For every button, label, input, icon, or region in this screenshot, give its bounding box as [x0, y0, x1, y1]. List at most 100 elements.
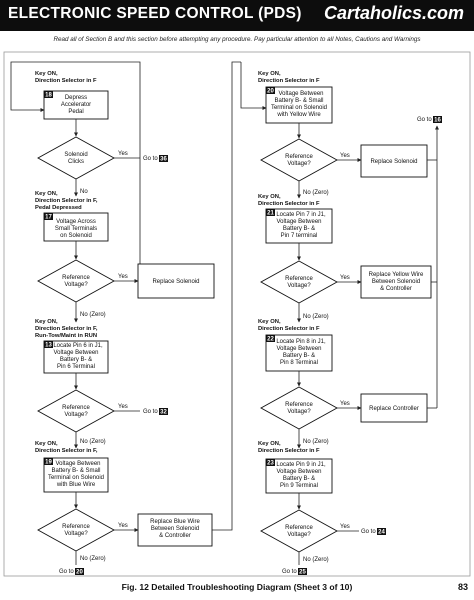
decision-text: Solenoid	[64, 152, 87, 158]
condition-label: Run-Tow/Maint in RUN	[35, 333, 97, 339]
step-text: Pin 6 Terminal	[57, 364, 95, 370]
decision-text: Reference	[62, 524, 90, 530]
action-text: & Controller	[159, 533, 191, 539]
decision-text: Voltage?	[287, 532, 311, 538]
step-text: Battery B- &	[283, 226, 315, 232]
goto-badge	[433, 116, 442, 123]
yes-label: Yes	[340, 275, 350, 281]
goto-label: Go to	[143, 156, 158, 162]
step-text: Battery B- & Small	[274, 98, 323, 104]
step-text: with Yellow Wire	[276, 112, 321, 118]
yes-label: Yes	[118, 404, 128, 410]
condition-label: Direction Selector in F,	[35, 448, 98, 454]
step-text: with Blue Wire	[56, 482, 96, 488]
decision-text: Clicks	[68, 159, 84, 165]
condition-label: Key ON,	[35, 319, 58, 325]
goto-number: 25	[299, 570, 306, 576]
decision-text: Reference	[62, 405, 90, 411]
step-text: Depress	[65, 95, 87, 101]
brand-logo: Cartaholics.com	[323, 3, 464, 23]
decision-text: Voltage?	[287, 161, 311, 167]
step-text: Battery B- &	[283, 353, 315, 359]
step-box	[43, 90, 109, 120]
step-text: Voltage Across	[56, 219, 96, 225]
decision-diamond	[37, 259, 115, 303]
yes-label: Yes	[118, 151, 128, 157]
step-box	[43, 340, 109, 374]
page-number: 83	[457, 582, 468, 592]
connector	[212, 61, 241, 531]
goto-label: Go to	[59, 569, 74, 575]
no-label: No (Zero)	[303, 557, 329, 563]
no-label: No (Zero)	[80, 439, 106, 445]
step-box	[43, 212, 109, 242]
step-text: Accelerator	[61, 102, 91, 108]
goto-label: Go to	[143, 409, 158, 415]
no-label: No (Zero)	[303, 190, 329, 196]
no-label: No	[80, 189, 88, 195]
decision-text: Reference	[285, 402, 313, 408]
decision-text: Reference	[285, 154, 313, 160]
goto-number: 32	[160, 410, 167, 416]
step-text: Voltage Between	[55, 461, 100, 467]
step-number-badge	[44, 458, 53, 465]
step-text: Battery B- & Small	[51, 468, 100, 474]
decision-diamond	[37, 389, 115, 433]
action-text: Between Solenoid	[372, 279, 420, 285]
diagram-frame	[3, 51, 471, 577]
yes-label: Yes	[340, 524, 350, 530]
condition-label: Direction Selector in F,	[35, 326, 98, 332]
connector	[240, 62, 267, 110]
condition-label: Key ON,	[258, 319, 281, 325]
condition-label: Key ON,	[258, 71, 281, 77]
decision-diamond	[260, 509, 338, 553]
step-number: 13	[45, 343, 52, 349]
step-text: Locate Pin 8 in J1,	[276, 339, 326, 345]
step-text: Pin 7 terminal	[281, 233, 318, 239]
step-text: Battery B- &	[283, 476, 315, 482]
yes-label: Yes	[340, 401, 350, 407]
goto-label: Go to	[282, 569, 297, 575]
step-text: Terminal on Solenoid	[271, 105, 327, 111]
condition-label: Key ON,	[35, 441, 58, 447]
decision-text: Reference	[285, 276, 313, 282]
step-number: 18	[45, 93, 52, 99]
step-number: 19	[45, 460, 52, 466]
step-number: 17	[45, 215, 52, 221]
condition-label: Direction Selector in F	[35, 78, 97, 84]
goto-number: 16	[434, 118, 441, 124]
step-text: Voltage Between	[278, 91, 323, 97]
decision-text: Reference	[285, 525, 313, 531]
goto-label: Go to	[417, 117, 432, 123]
step-text: Voltage Between	[276, 219, 321, 225]
goto-badge	[159, 408, 168, 415]
step-text: Pedal	[68, 109, 83, 115]
action-text: Replace Yellow Wire	[369, 272, 424, 278]
step-text: Locate Pin 6 in J1,	[53, 343, 103, 349]
condition-label: Key ON,	[35, 71, 58, 77]
action-box	[360, 393, 428, 423]
action-text: Between Solenoid	[151, 526, 199, 532]
condition-label: Key ON,	[258, 194, 281, 200]
step-box	[265, 334, 333, 372]
condition-label: Direction Selector in F	[258, 448, 320, 454]
step-number-badge	[266, 209, 275, 216]
decision-text: Voltage?	[287, 283, 311, 289]
condition-label: Direction Selector in F	[258, 78, 320, 84]
step-text: Pin 9 Terminal	[280, 483, 318, 489]
goto-number: 24	[378, 530, 385, 536]
goto-badge	[159, 155, 168, 162]
action-text: & Controller	[380, 286, 412, 292]
step-box	[265, 208, 333, 244]
step-text: Battery B- &	[60, 357, 92, 363]
step-number: 20	[267, 89, 274, 95]
decision-diamond	[260, 260, 338, 304]
decision-text: Reference	[62, 275, 90, 281]
no-label: No (Zero)	[80, 556, 106, 562]
step-number: 21	[267, 211, 274, 217]
condition-label: Direction Selector in F	[258, 326, 320, 332]
goto-label: Go to	[361, 529, 376, 535]
decision-text: Voltage?	[64, 531, 88, 537]
step-number-badge	[266, 335, 275, 342]
figure-caption: Fig. 12 Detailed Troubleshooting Diagram…	[121, 582, 353, 592]
